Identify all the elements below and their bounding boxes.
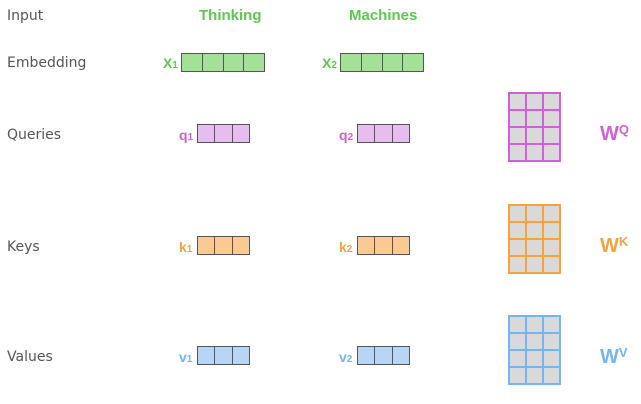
query-weight-label: WQ [600,122,630,145]
key-weight-matrix [508,204,561,274]
value-weight-label: WV [600,345,628,368]
input-word-thinking: Thinking [199,7,262,24]
embedding-vector-x2 [340,53,424,72]
value-vector-v2 [357,346,410,365]
value-vector-v1 [197,346,250,365]
row-label-values: Values [7,349,53,365]
query-label-q2: q2 [339,127,354,143]
embedding-vector-x1 [181,53,265,72]
value-weight-matrix [508,315,561,385]
row-label-queries: Queries [7,127,62,143]
query-label-q1: q1 [179,127,194,143]
row-label-keys: Keys [7,239,40,255]
key-label-k2: k2 [339,239,353,255]
embedding-label-x2: X2 [322,55,337,71]
row-label-embedding: Embedding [7,55,87,71]
query-vector-q1 [197,124,250,143]
key-vector-k2 [357,236,410,255]
value-label-v2: v2 [339,349,353,365]
value-label-v1: v1 [179,349,193,365]
key-weight-label: WK [600,234,629,257]
key-vector-k1 [197,236,250,255]
input-word-machines: Machines [349,7,418,24]
key-label-k1: k1 [179,239,193,255]
query-vector-q2 [357,124,410,143]
embedding-label-x1: X1 [163,55,178,71]
row-label-input: Input [7,8,44,24]
query-weight-matrix [508,92,561,162]
